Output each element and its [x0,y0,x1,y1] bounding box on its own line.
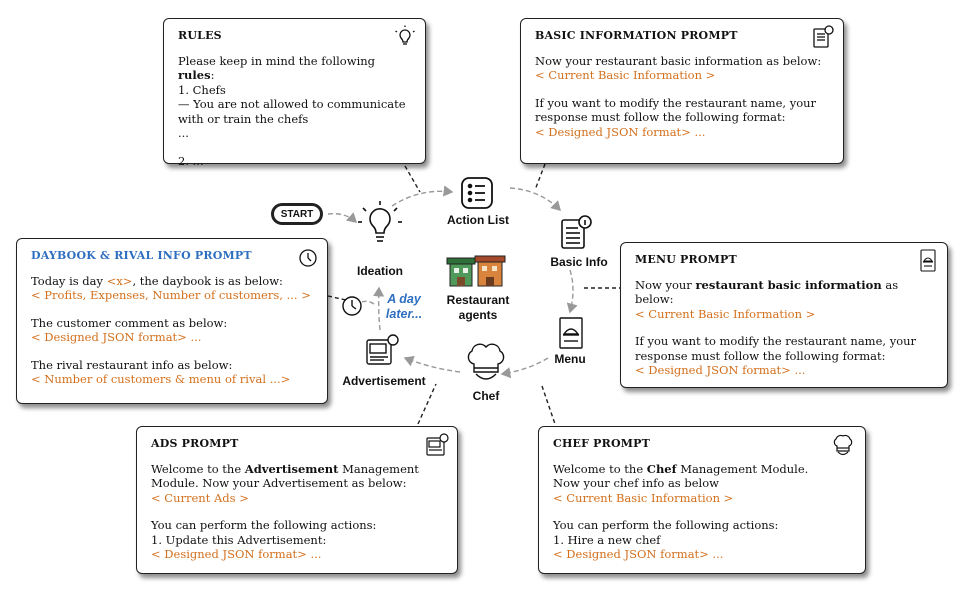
chef-hat-icon [467,343,505,380]
clock-icon [342,296,362,316]
chef-line1: Welcome to the Chef Management Module. [553,461,809,476]
ads-line5: 1. Update this Advertisement: [151,532,327,547]
action-list-label: Action List [447,213,509,227]
ads-line1: Welcome to the Advertisement Management [151,461,419,476]
ads-board-icon [366,334,399,365]
ads-line6: < Designed JSON format> ... [151,547,322,561]
daybook-line6: < Number of customers & menu of rival ..… [31,372,291,386]
basic-info-document-icon [561,215,592,249]
rules-line2: 1. Chefs [178,82,226,97]
ads-board-small-icon [426,433,449,456]
rules-line1: Please keep in mind the following rules: [178,53,376,83]
chef-line3: < Current Basic Information > [553,490,734,505]
rules-line5: ... [178,126,189,140]
chef-line2: Now your chef info as below [553,476,719,490]
ads-box: ADS PROMPT Welcome to the Advertisement … [136,426,458,574]
ads-line2: Module. Now your Advertisement as below: [151,476,407,490]
basic-line3: If you want to modify the restaurant nam… [535,95,817,110]
clock-icon-small [299,249,317,267]
day-later-label: A day later... [385,292,423,321]
rules-title: RULES [178,29,222,42]
chef-title: CHEF PROMPT [553,437,650,450]
chef-line4: You can perform the following actions: [553,518,779,532]
daybook-line1: Today is day <x>, the daybook is as belo… [31,273,283,288]
start-badge: START [272,204,322,224]
chef-box: CHEF PROMPT Welcome to the Chef Manageme… [538,426,866,574]
arrow-chef-to-ads [403,355,461,373]
daybook-box: DAYBOOK & RIVAL INFO PROMPT Today is day… [16,238,328,404]
menu-line3: If you want to modify the restaurant nam… [635,334,917,348]
arrow-ideation-to-action [391,185,454,207]
rules-line4: with or train the chefs [178,111,309,126]
daybook-title: DAYBOOK & RIVAL INFO PROMPT [31,249,252,262]
rules-box: RULES Please keep in mind the following … [163,18,426,168]
basic-line2: < Current Basic Information > [535,68,716,82]
chef-hat-small-icon [833,434,853,456]
ideation-lightbulb-icon [358,201,402,242]
menu-line1: Now your restaurant basic information as… [635,277,899,307]
basic-info-label: Basic Info [550,255,608,269]
menu-label: Menu [554,352,586,366]
basic-info-title: BASIC INFORMATION PROMPT [535,29,738,42]
basic-line4: response must follow the following forma… [535,110,786,124]
daybook-line3: The customer comment as below: [31,315,228,330]
arrow-start-to-ideation [327,212,358,223]
restaurant-agents-label: Restaurant agents [446,293,510,322]
menu-box: MENU PROMPT Now your restaurant basic in… [620,242,948,388]
arrow-menu-to-chef [500,357,549,379]
basic-line1: Now your restaurant basic information as… [535,53,822,68]
chef-line5: 1. Hire a new chef [553,532,661,547]
daybook-line5: The rival restaurant info as below: [31,357,233,372]
advertisement-label: Advertisement [342,374,426,388]
basic-info-box: BASIC INFORMATION PROMPT Now your restau… [520,18,844,164]
action-list-icon [461,177,493,209]
arrow-later-to-clock [361,300,375,305]
arrow-ads-to-ideation [373,286,385,331]
daybook-line4: < Designed JSON format> ... [31,330,202,344]
menu-card-small-icon [920,249,936,272]
ads-line4: You can perform the following actions: [151,518,377,532]
menu-line2: < Current Basic Information > [635,306,816,321]
ideation-label: Ideation [356,264,403,278]
daybook-line2: < Profits, Expenses, Number of customers… [31,288,311,302]
chef-label: Chef [472,389,500,403]
menu-line5: < Designed JSON format> ... [635,363,806,377]
menu-title: MENU PROMPT [635,253,737,266]
chef-line6: < Designed JSON format> ... [553,547,724,561]
arrow-basic-to-menu [566,269,578,314]
ads-line3: < Current Ads > [151,490,249,505]
rules-line3: — You are not allowed to communicate [178,97,406,111]
ads-title: ADS PROMPT [151,437,239,450]
menu-card-icon [559,317,583,349]
document-info-icon [813,25,834,48]
basic-line5: < Designed JSON format> ... [535,124,706,139]
rules-line6: 2. ... [178,153,204,168]
restaurant-agents-icon [446,255,506,287]
menu-line4: response must follow the following forma… [635,348,886,363]
lightbulb-icon [395,25,415,45]
arrow-action-to-basic [509,187,561,211]
